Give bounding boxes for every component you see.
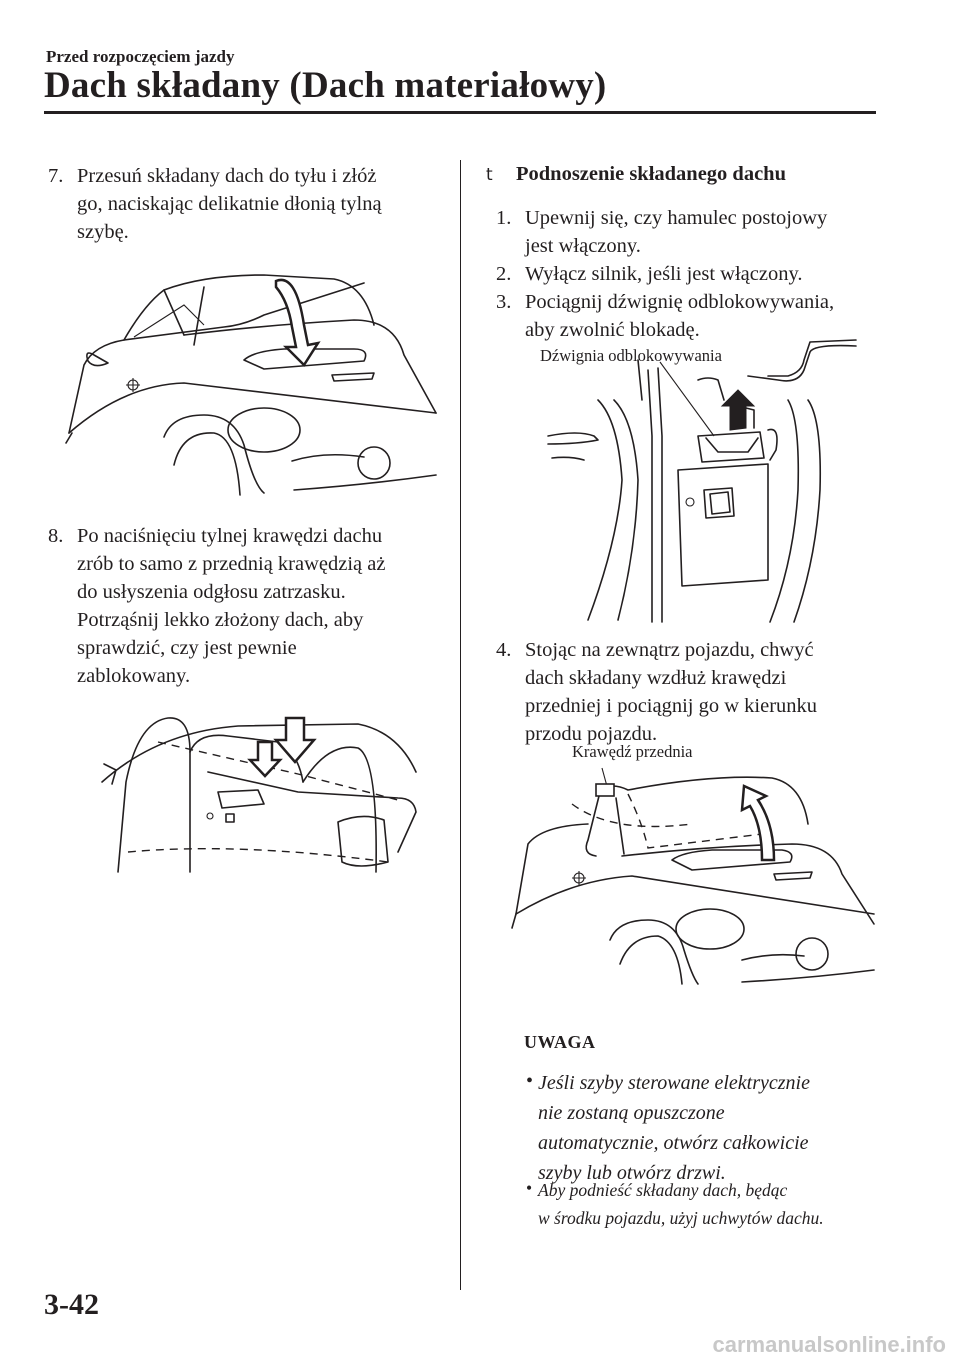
step-line: Przesuń składany dach do tyłu i złóż: [77, 165, 377, 187]
front-edge-caption: Krawędź przednia: [572, 742, 693, 761]
step-4: 4. Stojąc na zewnątrz pojazdu, chwyć dac…: [496, 636, 817, 748]
step-line: go, naciskając delikatnie dłonią tylną: [77, 193, 382, 215]
step-8: 8. Po naciśnięciu tylnej krawędzi dachu …: [48, 522, 385, 690]
step-number: 1.: [496, 207, 512, 229]
page-title: Dach składany (Dach materiałowy): [44, 65, 607, 106]
note-item: • Aby podnieść składany dach, będąc w śr…: [526, 1176, 824, 1232]
car-roof-raise-illustration: [511, 767, 875, 985]
step-number: 7.: [48, 165, 64, 187]
title-divider: [44, 111, 876, 114]
step-line: zablokowany.: [77, 665, 191, 687]
bullet-icon: •: [526, 1070, 534, 1092]
note-line: szyby lub otwórz drzwi.: [538, 1162, 726, 1184]
step-line: Pociągnij dźwignię odblokowywania,: [525, 291, 835, 313]
watermark: carmanualsonline.info: [712, 1332, 947, 1357]
step-line: jest włączony.: [525, 235, 641, 257]
step-line: szybę.: [77, 221, 129, 243]
step-line: sprawdzić, czy jest pewnie: [77, 637, 297, 659]
step-line: przedniej i pociągnij go w kierunku: [525, 695, 818, 717]
bullet-icon: •: [526, 1178, 533, 1198]
page-number: 3-42: [44, 1288, 99, 1321]
section-label: Przed rozpoczęciem jazdy: [46, 47, 235, 66]
step-number: 2.: [496, 263, 512, 285]
note-line: w środku pojazdu, użyj uchwytów dachu.: [538, 1208, 824, 1228]
heading-text: Podnoszenie składanego dachu: [516, 163, 786, 185]
note-line: automatycznie, otwórz całkowicie: [538, 1132, 809, 1154]
step-line: Upewnij się, czy hamulec postojowy: [525, 207, 828, 229]
heading-marker-icon: t: [486, 165, 493, 185]
step-line: Po naciśnięciu tylnej krawędzi dachu: [77, 525, 383, 547]
step-3: 3. Pociągnij dźwignię odblokowywania, ab…: [496, 288, 834, 344]
step-line: dach składany wzdłuż krawędzi: [525, 667, 787, 689]
step-1: 1. Upewnij się, czy hamulec postojowy je…: [496, 204, 827, 260]
step-number: 8.: [48, 525, 64, 547]
note-line: Aby podnieść składany dach, będąc: [538, 1180, 788, 1200]
step-2: 2. Wyłącz silnik, jeśli jest włączony.: [496, 260, 803, 288]
lever-caption: Dźwignia odblokowywania: [540, 346, 722, 365]
note-item: • Jeśli szyby sterowane elektrycznie nie…: [526, 1068, 810, 1188]
step-line: zrób to samo z przednią krawędzią aż: [77, 553, 386, 575]
step-line: Potrząśnij lekko złożony dach, aby: [77, 609, 364, 631]
release-lever-illustration: [547, 339, 857, 623]
step-7: 7. Przesuń składany dach do tyłu i złóż …: [48, 162, 382, 246]
step-number: 4.: [496, 639, 512, 661]
step-line: przodu pojazdu.: [525, 723, 658, 745]
section-heading: t Podnoszenie składanego dachu: [486, 163, 786, 186]
note-title: UWAGA: [524, 1032, 596, 1052]
step-line: Wyłącz silnik, jeśli jest włączony.: [525, 263, 803, 285]
note-line: Jeśli szyby sterowane elektrycznie: [538, 1072, 810, 1094]
note-line: nie zostaną opuszczone: [538, 1102, 725, 1124]
step-line: Stojąc na zewnątrz pojazdu, chwyć: [525, 639, 814, 661]
column-divider: [460, 160, 461, 1290]
car-roof-fold-illustration: [65, 274, 437, 496]
step-number: 3.: [496, 291, 512, 313]
seats-folded-roof-illustration: [101, 716, 417, 873]
step-line: aby zwolnić blokadę.: [525, 319, 700, 341]
step-line: do usłyszenia odgłosu zatrzasku.: [77, 581, 346, 603]
